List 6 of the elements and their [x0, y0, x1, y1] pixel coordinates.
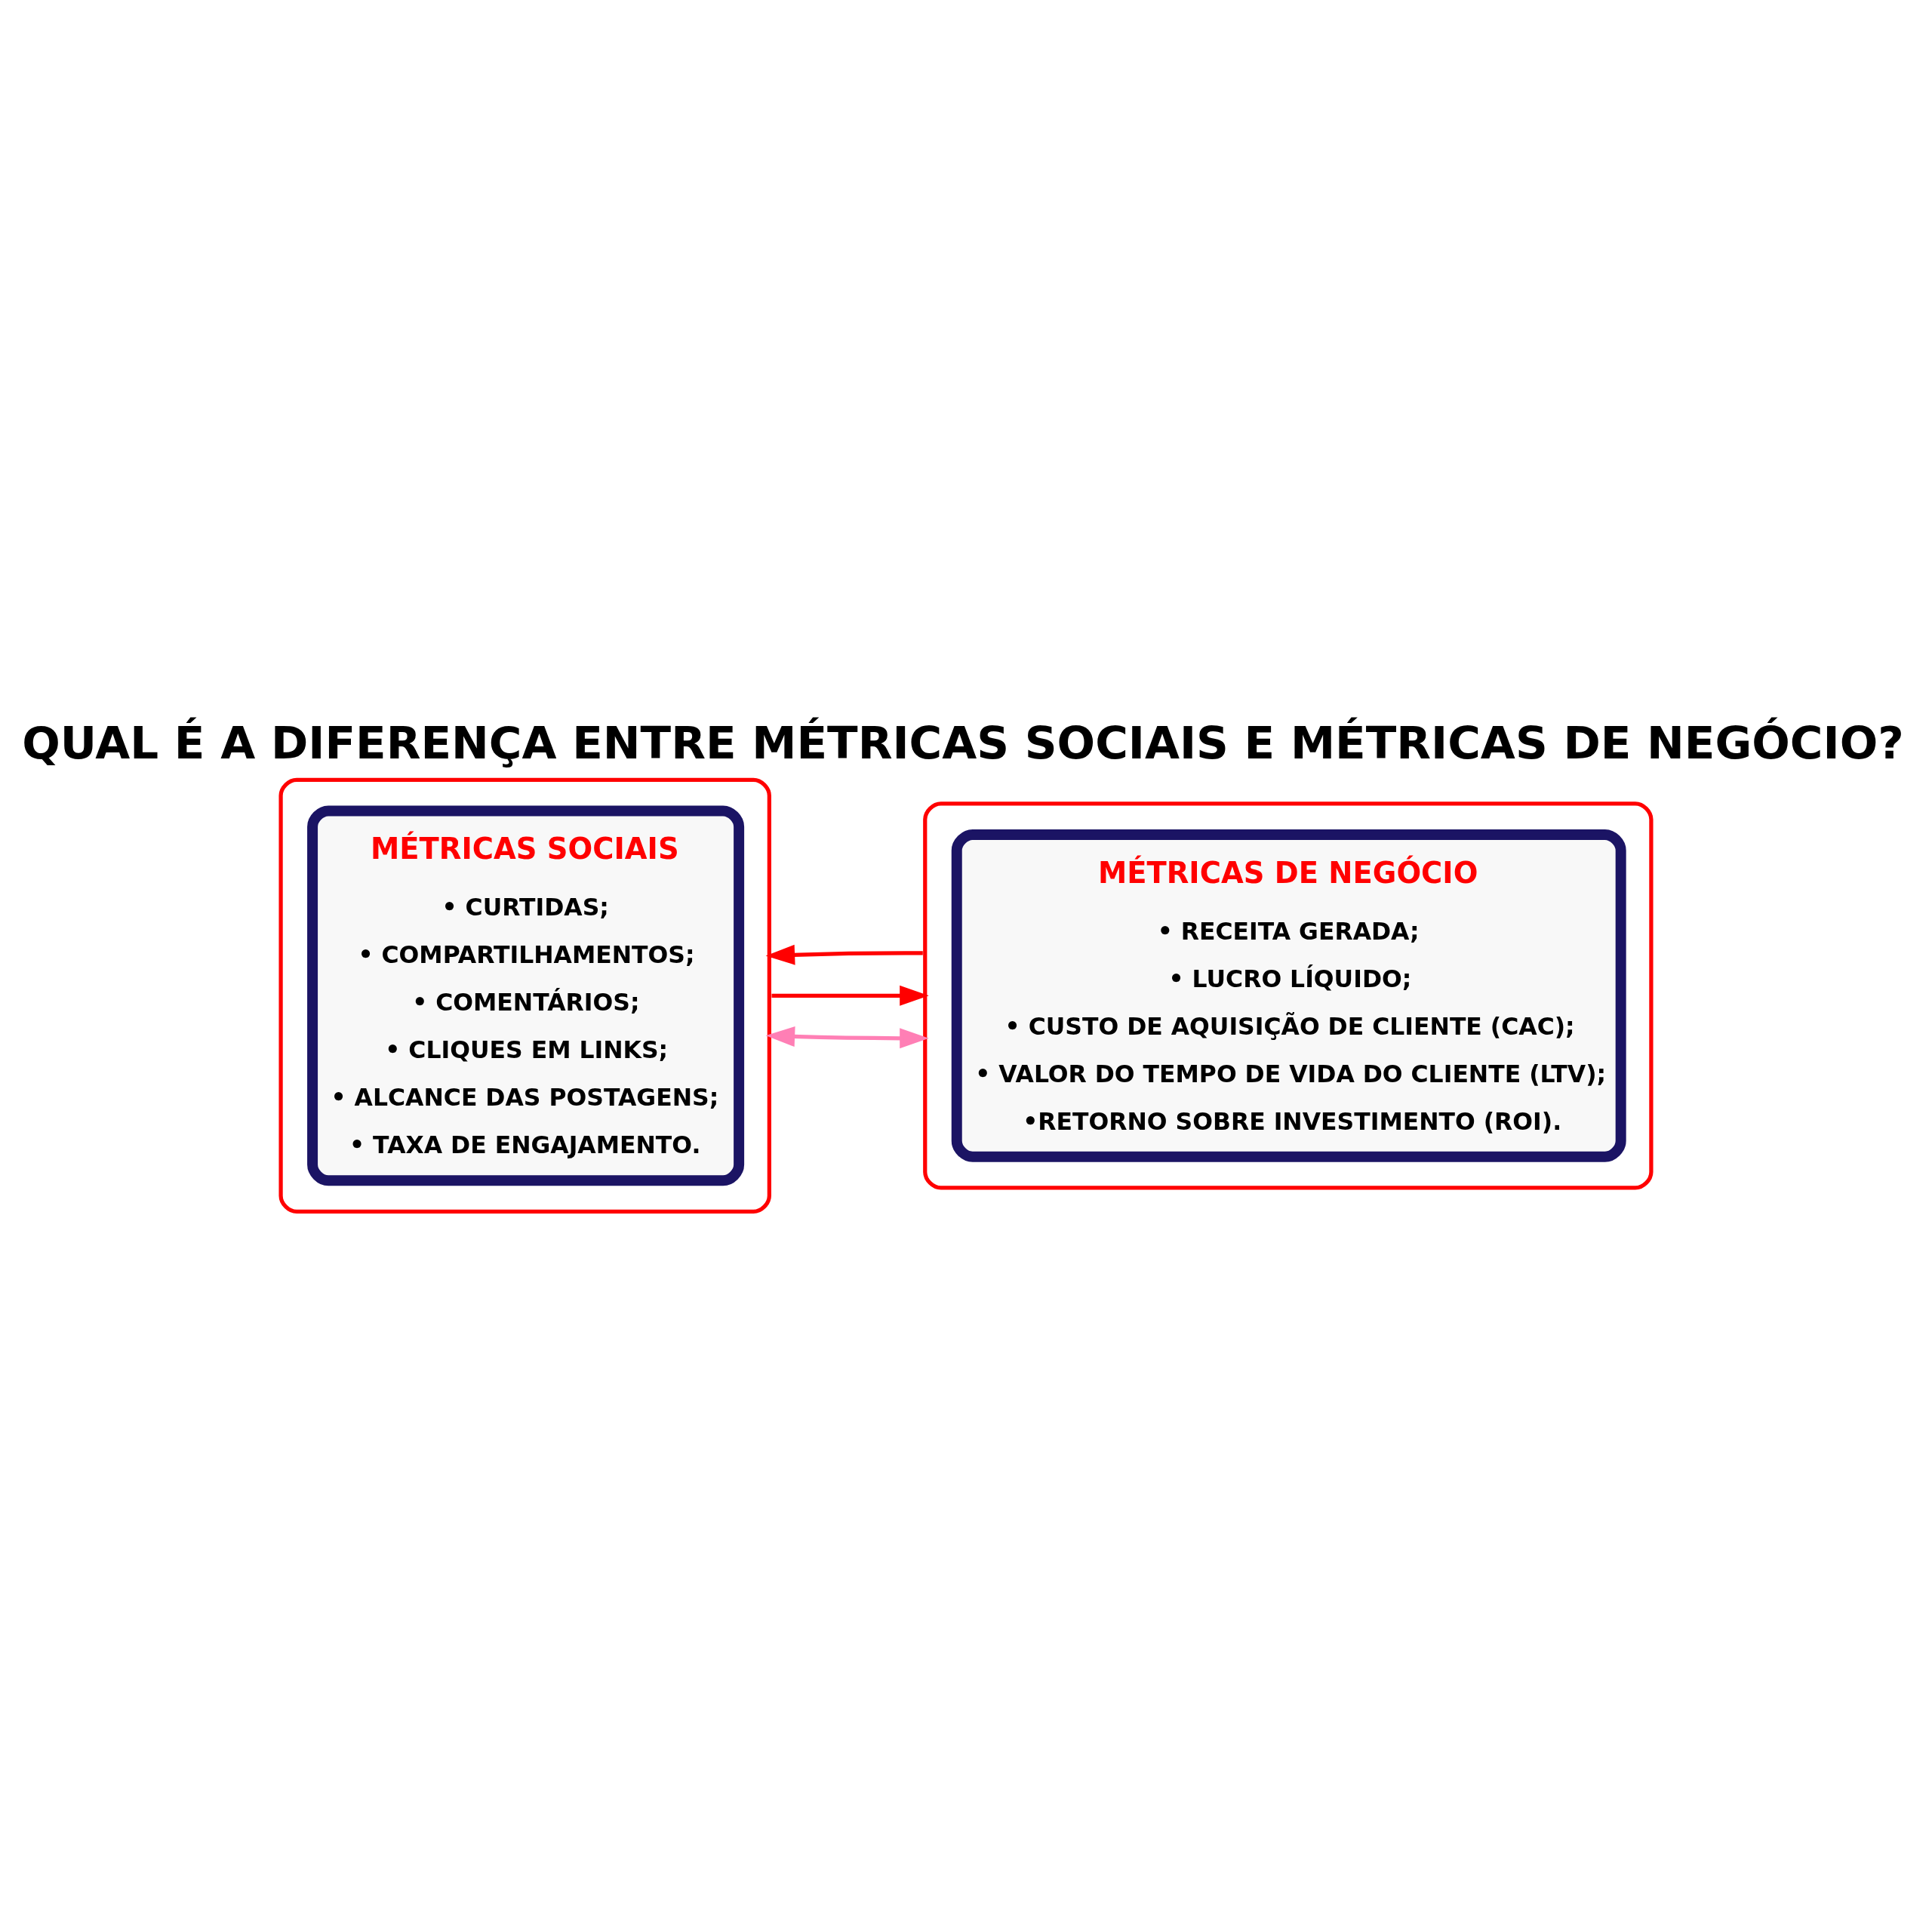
arrow: [765, 1026, 929, 1049]
node-box: MÉTRICAS SOCIAIS • CURTIDAS; • COMPARTILHAMENTOS; • COMENTÁRIOS; • CLIQUES EM LINKS; • ALCANCE DAS POSTAGENS; • TAXA DE ENGAJAMENTO.: [278, 777, 771, 1214]
arrow: [765, 944, 923, 965]
node-box: MÉTRICAS DE NEGÓCIO • RECEITA GERADA; • LUCRO LÍQUIDO; • CUSTO DE AQUISIÇÃO DE CLIENTE (CAC); • VALOR DO TEMPO DE VIDA DO CLIENTE (LTV); •RETORNO SOBRE INVESTIMENTO (ROI).: [923, 801, 1654, 1190]
diagram-title: QUAL É A DIFERENÇA ENTRE MÉTRICAS SOCIAIS E MÉTRICAS DE NEGÓCIO?: [22, 716, 1904, 769]
arrow: [771, 985, 929, 1006]
